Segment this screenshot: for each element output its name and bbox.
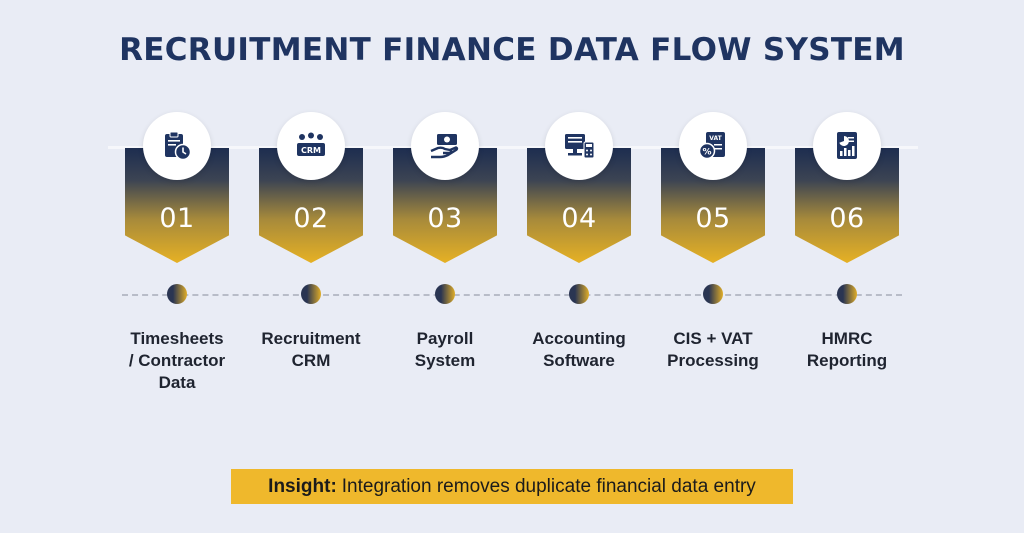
step-5: 05 VAT % CIS + VAT Processing [661, 0, 765, 533]
step-icon-circle [143, 112, 211, 180]
step-icon-circle: CRM [277, 112, 345, 180]
step-number: 03 [427, 203, 463, 234]
hand-cash-icon [430, 134, 459, 159]
vat-document-icon: VAT % [698, 132, 725, 160]
step-icon-circle [813, 112, 881, 180]
vat-text: VAT [709, 135, 722, 142]
timeline-dashed-line [122, 294, 902, 296]
step-number: 06 [829, 203, 865, 234]
step-label: Timesheets / Contractor Data [128, 329, 226, 392]
step-4: 04 Accounting Software [527, 0, 631, 533]
step-icon-circle [411, 112, 479, 180]
step-icon-circle: VAT % [679, 112, 747, 180]
timeline-dot [167, 284, 187, 304]
step-number: 04 [561, 203, 597, 234]
timeline-dot [301, 284, 321, 304]
clipboard-clock-icon [165, 131, 192, 161]
accounting-computer-icon [565, 134, 595, 159]
step-icon-circle [545, 112, 613, 180]
timeline-dot [435, 284, 455, 304]
timeline-dot [703, 284, 723, 304]
page-title: RECRUITMENT FINANCE DATA FLOW SYSTEM [119, 32, 905, 68]
insight-banner: Insight: Integration removes duplicate f… [231, 469, 793, 504]
timeline-dot [569, 284, 589, 304]
step-6: 06 HMRC Reporting [795, 0, 899, 533]
step-number: 01 [159, 203, 195, 234]
crm-text: CRM [301, 146, 321, 155]
step-2: 02 CRM Recruitment CRM [259, 0, 363, 533]
step-label: Accounting Software [532, 329, 626, 370]
step-label: Recruitment CRM [261, 329, 361, 370]
report-chart-icon [837, 132, 857, 159]
step-label: Payroll System [414, 329, 476, 370]
insight-text: Integration removes duplicate financial … [341, 475, 756, 497]
top-divider-line [108, 146, 918, 149]
step-1: 01 Timesheets / Contractor Data [125, 0, 229, 533]
timeline-dot [837, 284, 857, 304]
insight-label: Insight: [268, 475, 337, 497]
step-3: 03 Payroll System [393, 0, 497, 533]
svg-text:%: % [702, 148, 711, 158]
step-number: 02 [293, 203, 329, 234]
step-number: 05 [695, 203, 731, 234]
step-label: HMRC Reporting [806, 329, 888, 370]
step-label: CIS + VAT Processing [667, 329, 759, 370]
crm-people-icon: CRM [297, 132, 325, 156]
